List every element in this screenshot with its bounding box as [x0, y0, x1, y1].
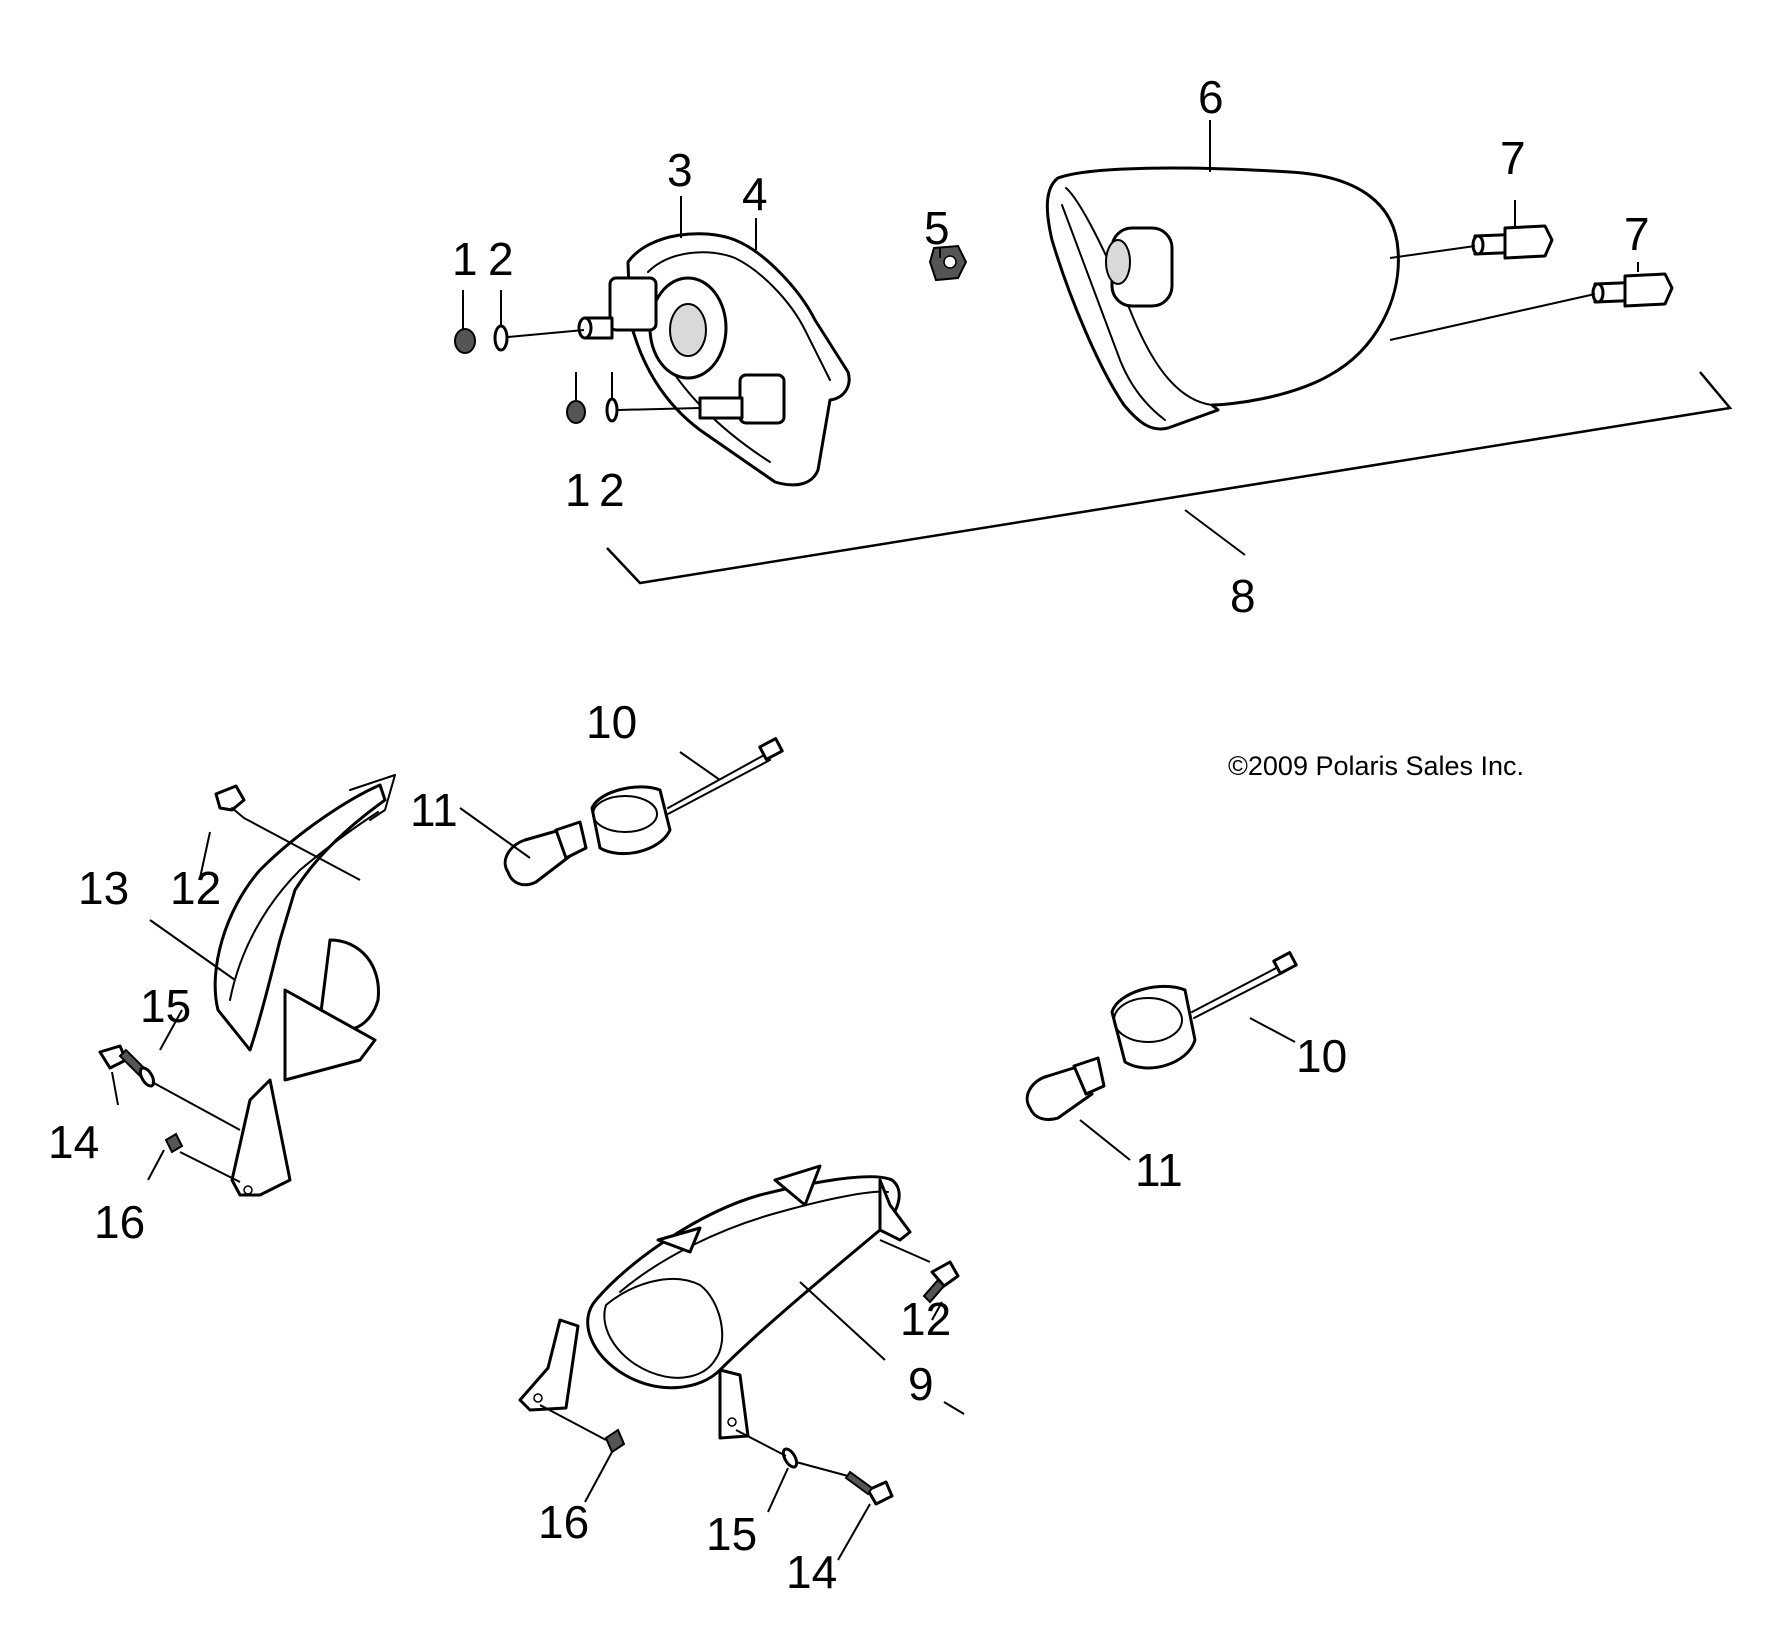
nut-left-part: [164, 1132, 184, 1154]
washer-top: [493, 324, 509, 352]
headlight-left-part: [213, 774, 396, 1197]
screw-left-part: [214, 784, 246, 819]
callout-clip: 5: [924, 202, 950, 254]
callout-taillight-assembly: 8: [1230, 570, 1256, 622]
harness-lower-part: [1110, 951, 1298, 1070]
nut-top: [454, 328, 476, 354]
harness-upper-part: [590, 737, 784, 856]
callout-bolt-upper: 7: [1500, 132, 1526, 184]
callout-nut-top: 1: [452, 233, 478, 285]
callout-harness-lower: 10: [1296, 1030, 1347, 1082]
callout-bolt-lower: 7: [1624, 208, 1650, 260]
copyright-notice: ©2009 Polaris Sales Inc.: [1228, 751, 1524, 781]
callout-washer-left: 15: [140, 980, 191, 1032]
nut-bottom-part: [604, 1428, 626, 1454]
callout-bulb-upper: 11: [410, 784, 458, 836]
nut-bottom: [566, 400, 586, 424]
bolt-upper-part: [1471, 224, 1554, 260]
callout-screw-right: 12: [900, 1293, 951, 1345]
callout-screw-bottom: 14: [786, 1546, 837, 1598]
callout-harness-upper: 10: [586, 696, 637, 748]
housing-stud-upper: [577, 316, 614, 340]
housing-stud-lower: [698, 396, 744, 420]
screw-bottom-part: [844, 1470, 894, 1506]
callout-screw-left-bottom: 14: [48, 1116, 99, 1168]
headlight-right-part: [518, 1164, 912, 1440]
washer-bottom: [605, 397, 619, 423]
callout-screw-left: 12: [170, 862, 221, 914]
callout-washer-bottom-part: 15: [706, 1508, 757, 1560]
callout-nut-bottom: 1: [565, 464, 591, 516]
bulb-upper-part: [503, 820, 588, 887]
callout-washer-top: 2: [488, 233, 514, 285]
callout-headlight-left: 13: [78, 862, 129, 914]
callout-headlight-right: 9: [908, 1358, 934, 1410]
assembly-bracket: [606, 371, 1733, 585]
washer-left-part: [138, 1066, 156, 1088]
callout-bulb-lower: 11: [1135, 1144, 1183, 1196]
callout-taillight-housing: 6: [1198, 71, 1224, 123]
bulb-lower-part: [1025, 1056, 1106, 1122]
callout-nut-left: 16: [94, 1196, 145, 1248]
bolt-lower-part: [1591, 272, 1674, 308]
callout-reflector: 4: [742, 168, 768, 220]
washer-bottom-part: [781, 1447, 799, 1469]
screw-right-part: [922, 1260, 960, 1304]
reflector-part: [608, 276, 786, 425]
taillight-housing-part: [1045, 166, 1400, 431]
callout-nut-bottom-part: 16: [538, 1496, 589, 1548]
callout-lens-housing: 3: [667, 144, 693, 196]
callout-washer-bottom: 2: [599, 464, 625, 516]
